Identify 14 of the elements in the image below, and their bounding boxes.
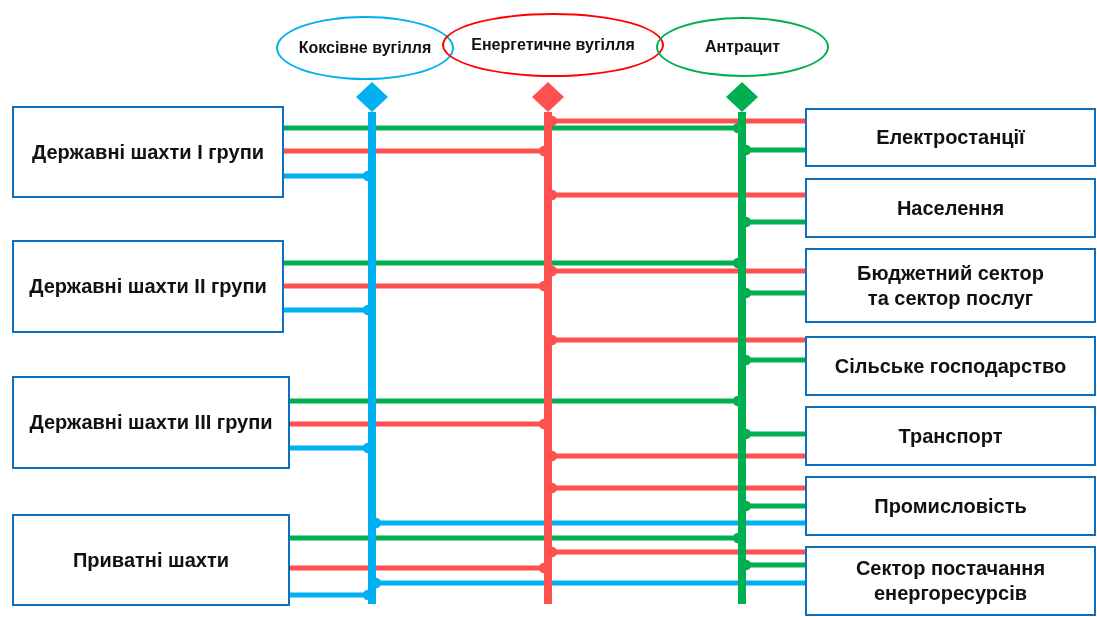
coal-type-ellipse: Антрацит: [656, 17, 829, 77]
mine-group-box: Державні шахти III групи: [12, 376, 290, 469]
coal-type-ellipse: Коксівне вугілля: [276, 16, 454, 80]
coal-type-ellipse: Енергетичне вугілля: [442, 13, 664, 77]
mine-group-box: Державні шахти II групи: [12, 240, 284, 333]
consumer-box: Населення: [805, 178, 1096, 238]
consumer-box: Бюджетний сектор та сектор послуг: [805, 248, 1096, 323]
consumer-box: Сектор постачання енергоресурсів: [805, 546, 1096, 616]
consumer-box: Транспорт: [805, 406, 1096, 466]
mine-group-box: Приватні шахти: [12, 514, 290, 606]
consumer-box: Електростанції: [805, 108, 1096, 167]
consumer-box: Сільське господарство: [805, 336, 1096, 396]
mine-group-box: Державні шахти I групи: [12, 106, 284, 198]
consumer-box: Промисловість: [805, 476, 1096, 536]
